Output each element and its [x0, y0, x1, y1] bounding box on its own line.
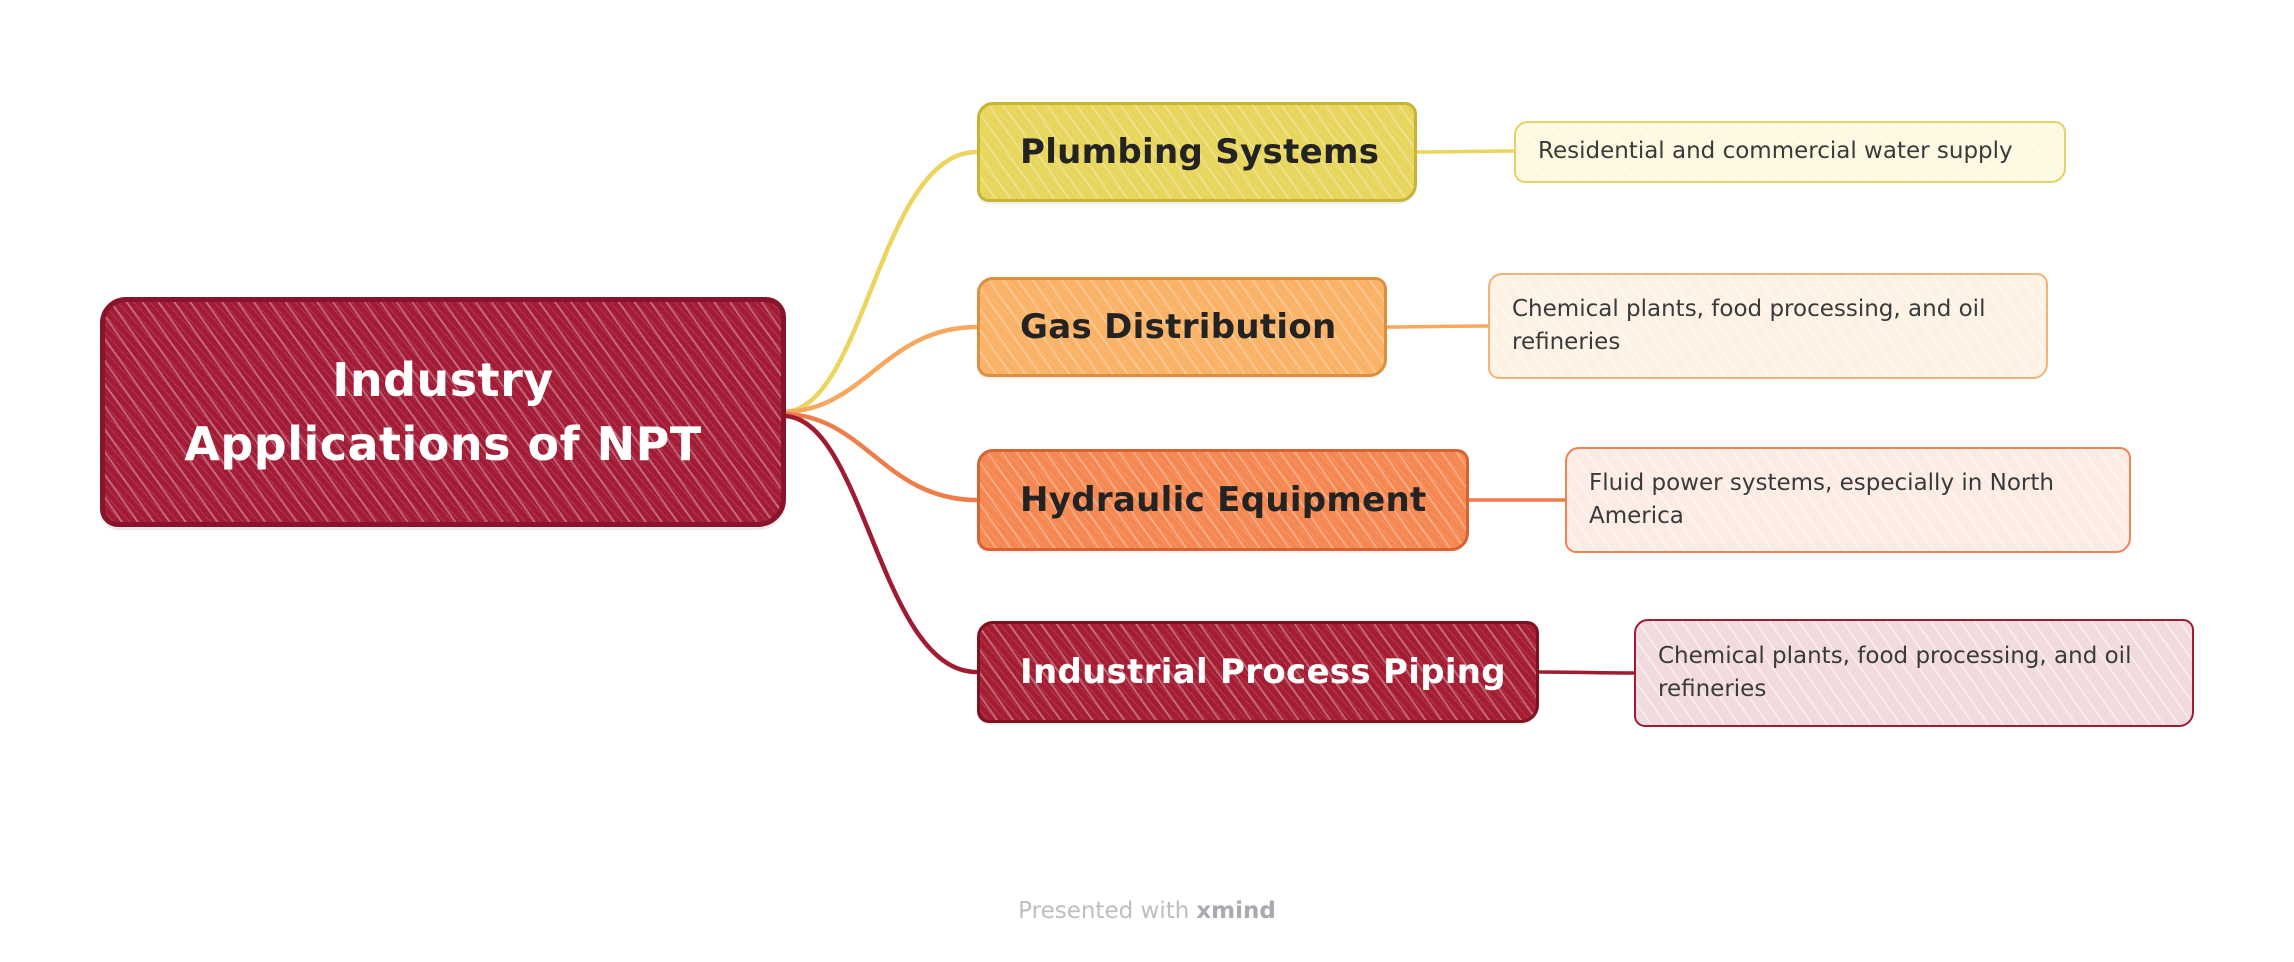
footer-brand: xmind — [1196, 898, 1276, 924]
note-hydraulic-equipment[interactable]: Fluid power systems, especially in North… — [1565, 447, 2131, 553]
footer-text: Presented with — [1018, 898, 1190, 924]
topic-hydraulic-equipment[interactable]: Hydraulic Equipment — [977, 449, 1469, 551]
topic-industrial-process-piping[interactable]: Industrial Process Piping — [977, 621, 1539, 723]
topic-plumbing-systems[interactable]: Plumbing Systems — [977, 102, 1417, 202]
note-text: Chemical plants, food processing, and oi… — [1512, 295, 1986, 355]
edge-plumbing-note — [1415, 149, 1516, 154]
note-text: Chemical plants, food processing, and oi… — [1658, 642, 2132, 702]
edge-root-hydraulic — [782, 411, 980, 503]
edge-industrial-note — [1537, 670, 1636, 675]
topic-label: Industrial Process Piping — [1020, 652, 1506, 692]
topic-gas-distribution[interactable]: Gas Distribution — [977, 277, 1387, 377]
note-industrial-process-piping[interactable]: Chemical plants, food processing, and oi… — [1634, 619, 2194, 727]
note-text: Fluid power systems, especially in North… — [1589, 469, 2054, 529]
topic-label: Plumbing Systems — [1020, 132, 1380, 172]
topic-label: Gas Distribution — [1020, 307, 1337, 347]
note-gas-distribution[interactable]: Chemical plants, food processing, and oi… — [1488, 273, 2048, 379]
root-node[interactable]: Industry Applications of NPT — [100, 297, 786, 527]
edge-root-industrial — [782, 413, 980, 675]
note-plumbing-systems[interactable]: Residential and commercial water supply — [1514, 121, 2066, 183]
topic-label: Hydraulic Equipment — [1020, 480, 1427, 520]
note-text: Residential and commercial water supply — [1538, 138, 2013, 165]
edge-root-plumbing — [782, 149, 980, 415]
edge-root-gas — [782, 324, 980, 415]
edge-gas-note — [1385, 324, 1490, 329]
